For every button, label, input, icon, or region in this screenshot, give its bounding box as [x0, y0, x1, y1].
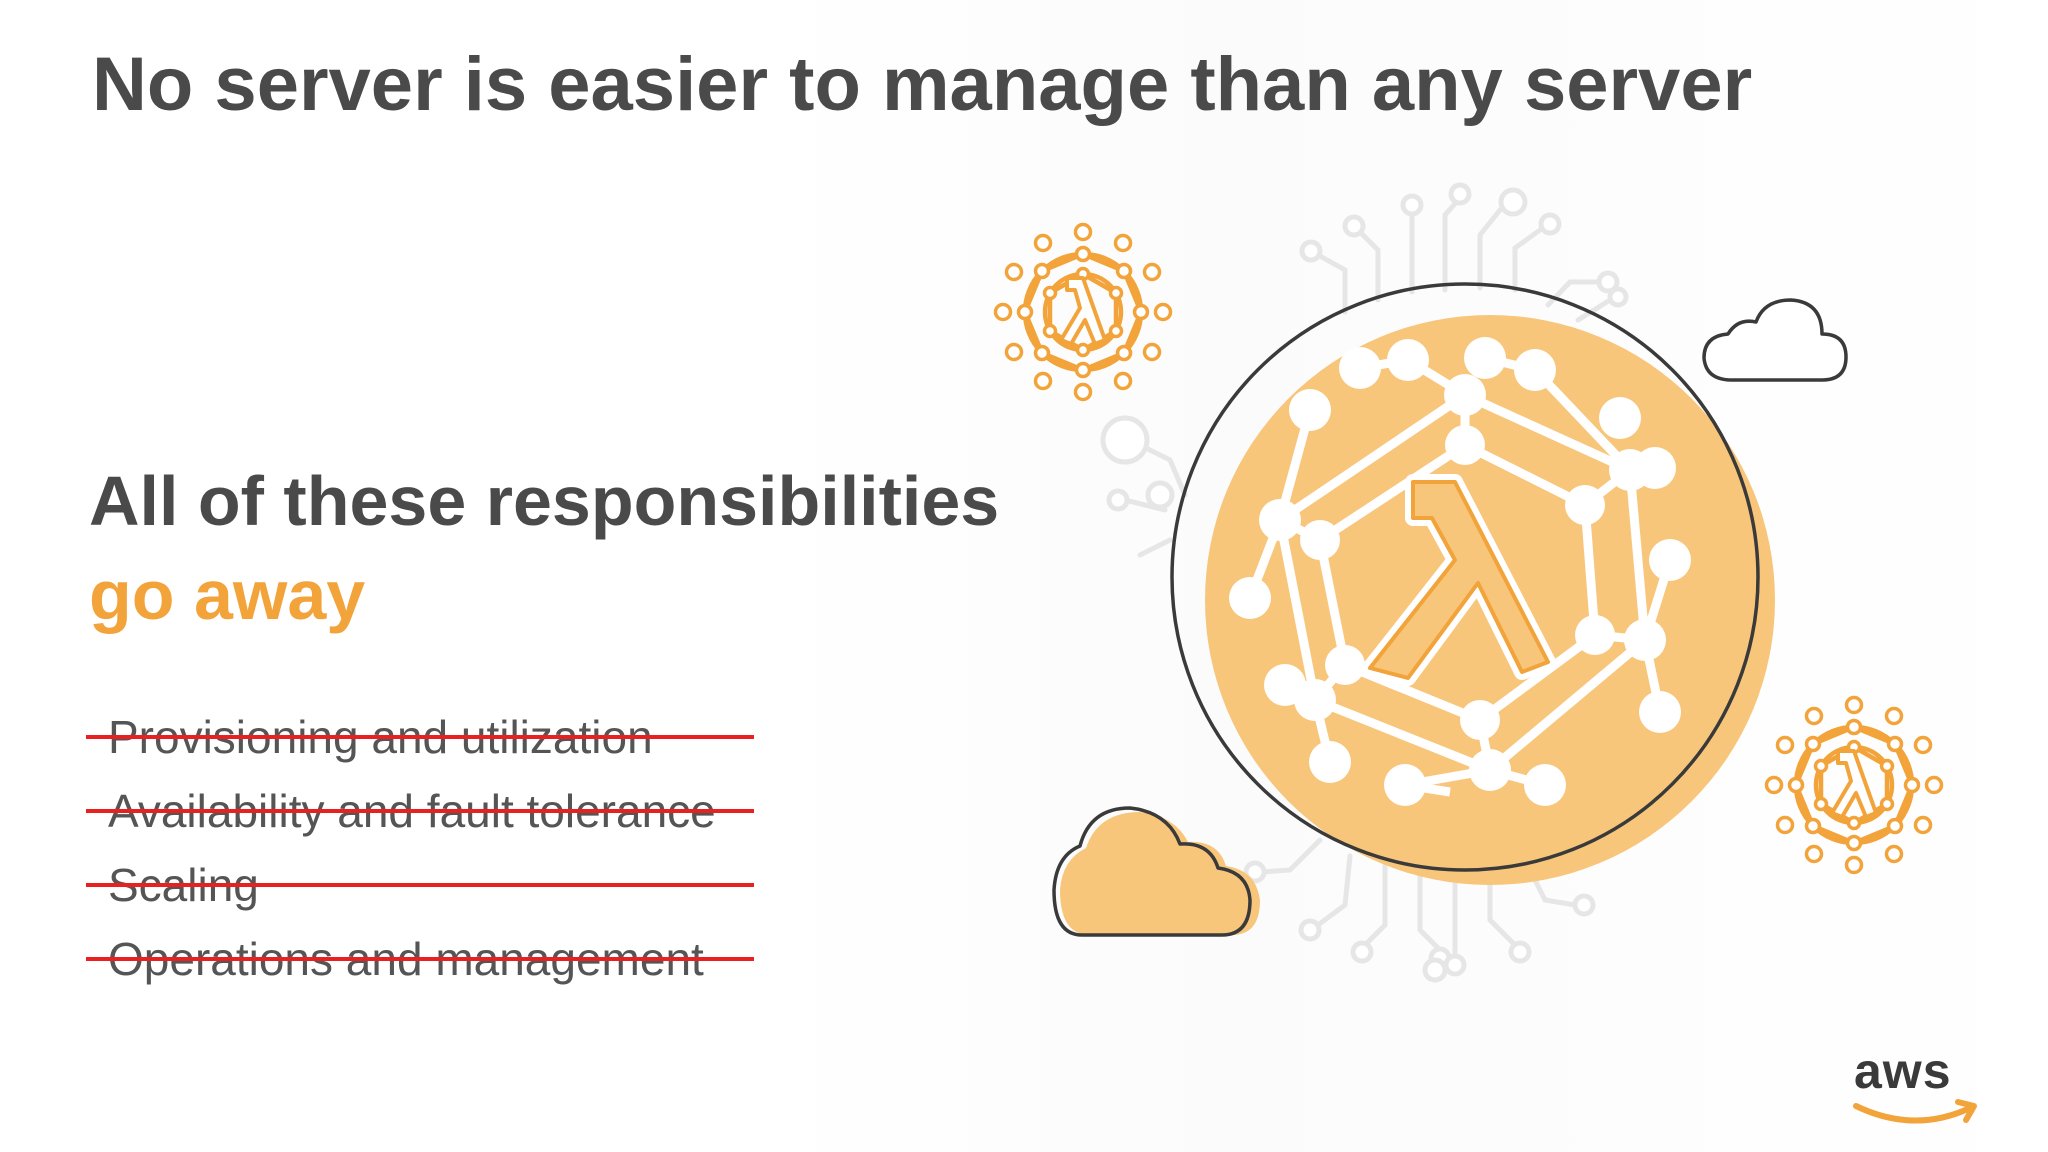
cloud-icon: [1702, 298, 1848, 382]
responsibility-item: Scaling: [86, 848, 754, 922]
cloud-icon: [1052, 806, 1260, 937]
strikethrough-line: [86, 809, 754, 813]
responsibility-item: Availability and fault tolerance: [86, 774, 754, 848]
subheading: All of these responsibilities go away: [89, 454, 999, 642]
strikethrough-line: [86, 883, 754, 887]
lambda-molecule-icon: [1767, 698, 1942, 873]
strikethrough-line: [86, 735, 754, 739]
responsibility-list: Provisioning and utilization Availabilit…: [86, 700, 754, 996]
responsibility-item: Provisioning and utilization: [86, 700, 754, 774]
responsibility-item: Operations and management: [86, 922, 754, 996]
serverless-illustration: [980, 182, 1960, 983]
slide-title: No server is easier to manage than any s…: [92, 42, 1753, 127]
subheading-line2: go away: [89, 556, 366, 634]
lambda-molecule-icon: [1229, 337, 1691, 806]
lambda-molecule-icon: [996, 225, 1171, 400]
subheading-line1: All of these responsibilities: [89, 462, 1000, 540]
strikethrough-line: [86, 957, 754, 961]
main-circle-outline: [1170, 282, 1760, 872]
aws-smile-icon: [1853, 1103, 1973, 1124]
aws-logo: aws: [1853, 1043, 1977, 1124]
aws-wordmark: aws: [1854, 1043, 1952, 1099]
